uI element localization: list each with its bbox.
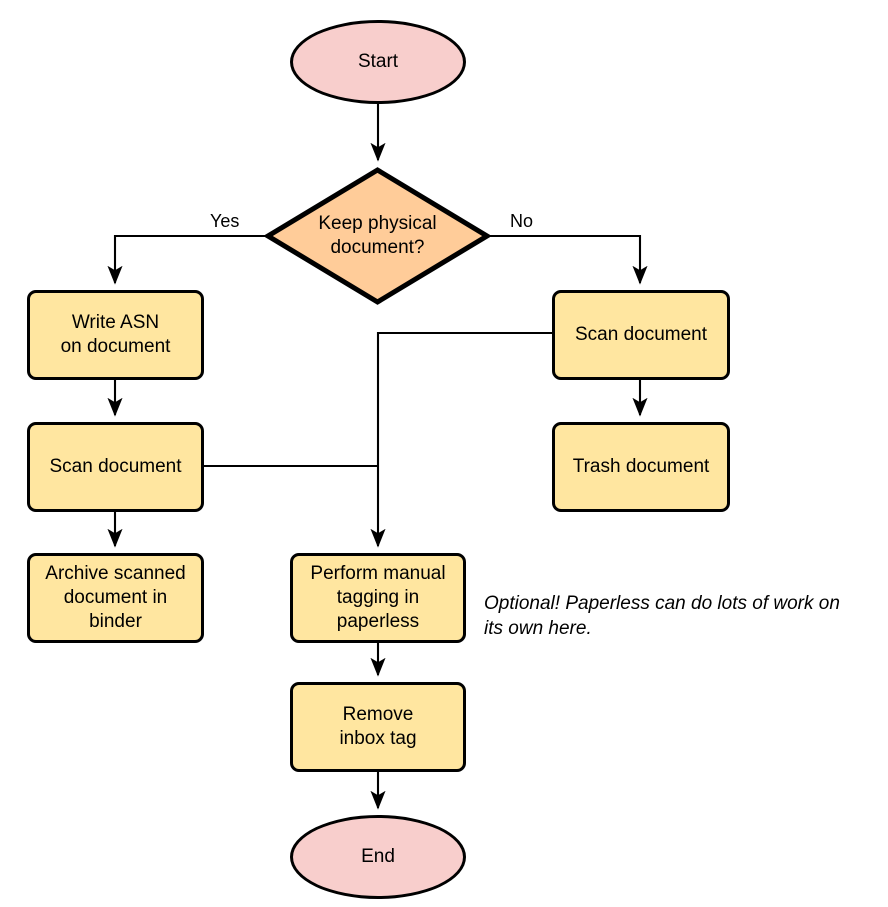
node-archive-scanned-document-in-binder[interactable]: Archive scanned document in binder (27, 553, 204, 643)
node-decision-label: Keep physical document? (318, 213, 437, 258)
node-decision-keep-physical-document[interactable]: Keep physical document? (265, 167, 490, 305)
node-trash-document[interactable]: Trash document (552, 422, 730, 512)
node-write-asn-on-document[interactable]: Write ASN on document (27, 290, 204, 380)
edge-decision-no-to-scan-right (490, 234, 648, 285)
diamond-shape (265, 167, 490, 305)
edge-label-yes: Yes (210, 211, 240, 231)
edge-label-no: No (510, 211, 534, 231)
node-end[interactable]: End (290, 815, 466, 899)
edge-scan-right-to-tagging (370, 331, 552, 548)
edge-decision-yes-to-write-asn (107, 234, 265, 285)
node-start[interactable]: Start (290, 20, 466, 104)
node-perform-manual-tagging-in-paperless[interactable]: Perform manual tagging in paperless (290, 553, 466, 643)
node-scan-document-right[interactable]: Scan document (552, 290, 730, 380)
annotation-optional-note: Optional! Paperless can do lots of work … (484, 593, 840, 639)
node-scan-document-left[interactable]: Scan document (27, 422, 204, 512)
node-remove-inbox-tag[interactable]: Remove inbox tag (290, 682, 466, 772)
